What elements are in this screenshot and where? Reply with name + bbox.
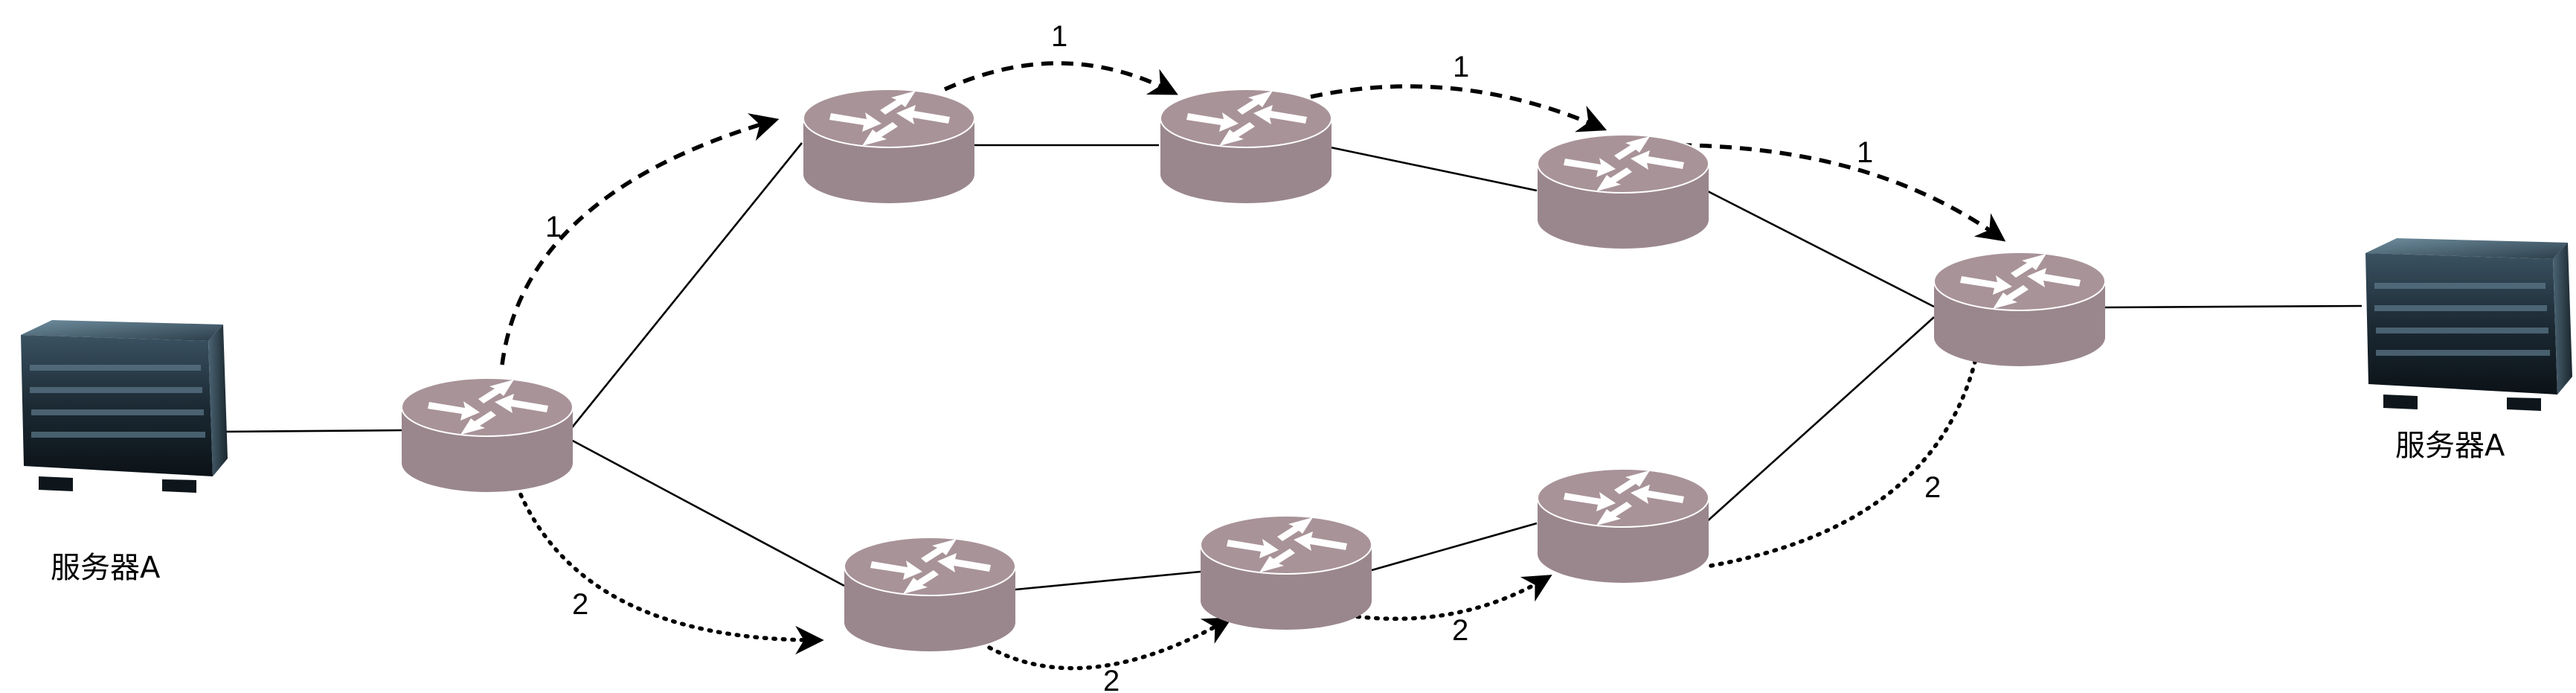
path-1-hop-label: 1	[1051, 20, 1067, 53]
link-entry-bottom-1	[569, 438, 845, 587]
router-icon	[1537, 468, 1709, 584]
router-icon	[1537, 134, 1709, 249]
path-2-hop-label: 2	[1924, 471, 1941, 504]
router-icon	[1933, 252, 2106, 367]
server-right-icon	[2365, 238, 2572, 411]
server-right-label: 服务器A	[2395, 429, 2505, 463]
path-1-segment-3	[1310, 84, 1607, 132]
link-entry-top-1	[568, 142, 803, 431]
link-server-left-router-entry	[217, 429, 404, 433]
path-1-dashed	[500, 61, 2006, 365]
path-2-hop-label: 2	[572, 588, 588, 621]
link-top-2-top-3	[1326, 145, 1538, 192]
server-left-label: 服务器A	[51, 551, 161, 585]
links	[217, 142, 2363, 591]
routers	[401, 89, 2106, 652]
link-bottom-2-bottom-3	[1371, 522, 1538, 572]
path-2-segment-1	[515, 484, 824, 655]
path-1-segment-4	[1679, 143, 2006, 242]
path-1-hop-label: 1	[1857, 136, 1873, 169]
path-1-segment-2	[943, 61, 1178, 95]
router-icon	[1200, 515, 1372, 630]
router-icon	[1160, 89, 1332, 204]
link-exit-server-right	[2104, 304, 2363, 309]
path-1-segment-1	[500, 113, 780, 365]
path-2-dotted	[515, 318, 1994, 671]
link-bottom-1-bottom-2	[1015, 570, 1201, 591]
path-1-hop-label: 1	[545, 211, 562, 243]
router-icon	[401, 377, 574, 493]
path-2-hop-label: 2	[1452, 614, 1468, 647]
router-icon	[803, 89, 975, 204]
link-top-3-exit	[1704, 188, 1935, 308]
server-left-icon	[21, 320, 228, 493]
path-2-segment-2	[987, 617, 1233, 671]
path-2-segment-3	[1337, 575, 1552, 621]
link-bottom-3-exit	[1704, 316, 1935, 524]
path-2-hop-label: 2	[1103, 665, 1120, 693]
path-1-hop-label: 1	[1453, 51, 1469, 83]
router-icon	[844, 537, 1016, 652]
path-2-segment-4	[1709, 318, 1994, 568]
